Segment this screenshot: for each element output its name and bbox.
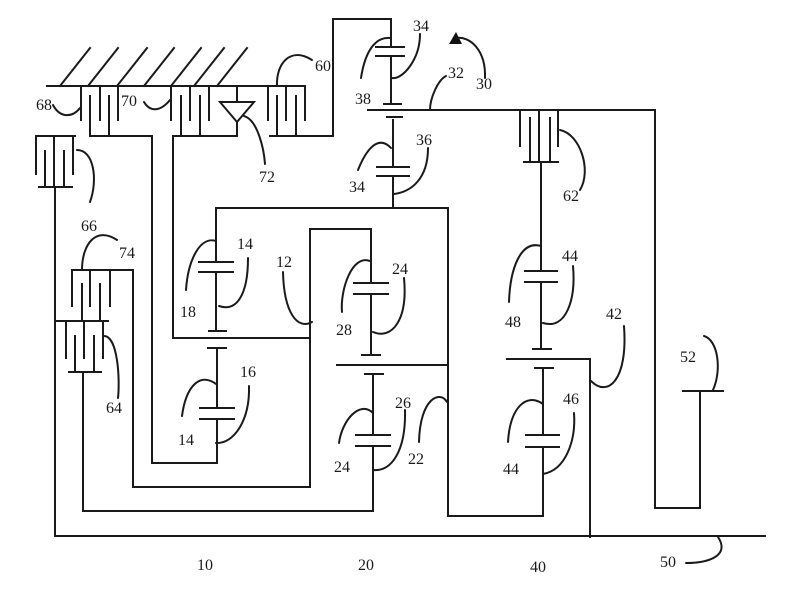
housing-ground [46,46,306,88]
label-52: 52 [680,349,696,366]
gearset-10-lower [151,347,235,464]
label-42: 42 [606,306,622,323]
one-way-clutch-72 [217,85,257,137]
gearset-40 [447,207,591,538]
label-46: 46 [563,391,579,408]
clutch-64 [55,320,374,512]
label-24b: 24 [334,459,350,476]
carrier-frame [215,207,449,263]
label-48: 48 [505,314,521,331]
label-22: 22 [408,451,424,468]
label-72: 72 [259,169,275,186]
label-12: 12 [276,254,292,271]
label-14b: 14 [178,432,194,449]
label-74: 74 [119,245,135,262]
label-34b: 34 [349,179,365,196]
label-26: 26 [395,395,411,412]
label-70: 70 [121,93,137,110]
label-36: 36 [416,132,432,149]
label-16: 16 [240,364,256,381]
clutch-62 [519,109,559,271]
label-20: 20 [358,557,374,574]
output-path-52 [654,109,724,509]
leader-lines [52,33,723,564]
label-62: 62 [563,188,579,205]
label-14a: 14 [237,236,253,253]
clutch-74 [71,269,134,322]
label-24a: 24 [392,261,408,278]
clutch-66 [35,135,76,537]
gearset-20-lower [132,269,391,512]
arrow-icon [449,32,487,79]
label-40: 40 [530,559,546,576]
label-28: 28 [336,322,352,339]
label-44b: 44 [503,461,519,478]
label-34a: 34 [413,18,429,35]
label-18: 18 [180,304,196,321]
brake-68 [80,85,153,463]
label-60: 60 [315,58,331,75]
label-66: 66 [81,218,97,235]
gearset-20-upper [309,228,449,488]
label-32: 32 [448,65,464,82]
label-68: 68 [36,97,52,114]
label-38: 38 [355,91,371,108]
gearset-30-upper [367,46,656,209]
label-44a: 44 [562,248,578,265]
gearset-10-upper [172,261,311,339]
brake-70 [170,85,237,339]
label-10: 10 [197,557,213,574]
reference-labels: 10 12 14 14 16 18 20 22 24 24 26 28 30 3… [36,18,696,576]
label-64: 64 [106,400,122,417]
brake-60 [267,18,392,137]
label-30: 30 [476,76,492,93]
label-50: 50 [660,554,676,571]
